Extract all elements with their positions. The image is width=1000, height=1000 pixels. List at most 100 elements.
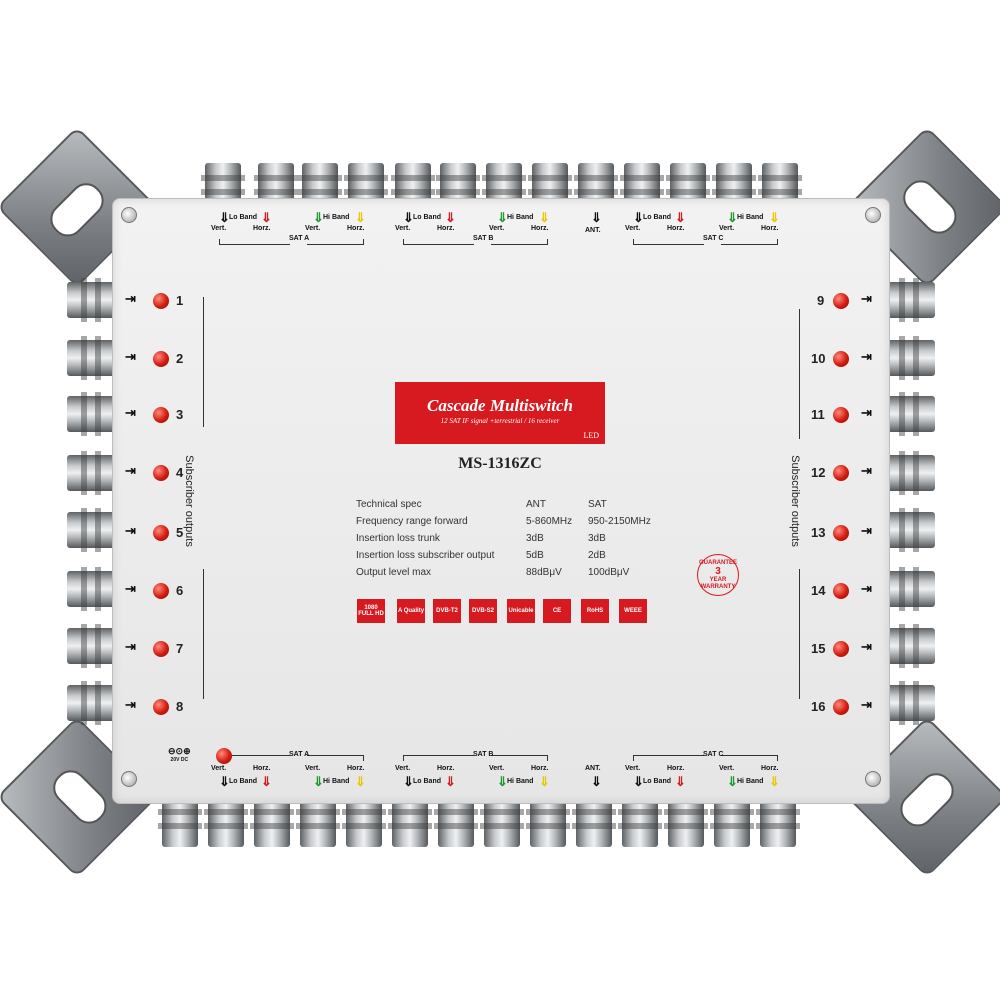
f-connector-output[interactable]	[885, 567, 935, 611]
output-icon: ⇥	[125, 463, 136, 478]
certification-logo: A Quality	[397, 599, 425, 623]
output-icon: ⇥	[861, 581, 872, 596]
sat-bracket	[307, 239, 364, 245]
output-led	[153, 641, 169, 657]
sat-bracket	[403, 239, 474, 245]
f-connector-cascade[interactable]	[710, 797, 754, 847]
output-led	[153, 293, 169, 309]
hi-band-label: Hi Band	[507, 214, 534, 221]
f-connector-cascade[interactable]	[756, 797, 800, 847]
f-connector-cascade[interactable]	[618, 797, 662, 847]
band-arrow-icon: ⇓	[727, 774, 738, 789]
f-connector-cascade[interactable]	[342, 797, 386, 847]
polarity-label: Vert.	[489, 765, 505, 772]
output-icon: ⇥	[861, 697, 872, 712]
stamp-text: WARRANTY	[700, 583, 736, 590]
spec-row: Insertion loss subscriber output 5dB 2dB	[356, 550, 651, 567]
subscriber-outputs-label-right: Subscriber outputs	[788, 455, 801, 547]
polarity-label: Vert.	[489, 225, 505, 232]
f-connector-output[interactable]	[885, 392, 935, 436]
polarity-label: Horz.	[531, 765, 549, 772]
polarity-label: Horz.	[667, 225, 685, 232]
lo-band-label: Lo Band	[229, 778, 257, 785]
polarity-label: Vert.	[395, 765, 411, 772]
sat-label: SAT B	[473, 751, 494, 758]
sat-bracket	[633, 755, 704, 761]
band-arrow-icon: ⇓	[403, 210, 414, 225]
f-connector-cascade[interactable]	[572, 797, 616, 847]
polarity-label: Horz.	[761, 765, 779, 772]
output-number: 16	[811, 699, 826, 714]
polarity-label: Vert.	[211, 765, 227, 772]
output-group-line	[799, 569, 800, 699]
f-connector-cascade[interactable]	[480, 797, 524, 847]
hi-band-label: Hi Band	[323, 214, 350, 221]
f-connector-cascade[interactable]	[250, 797, 294, 847]
spec-row: Frequency range forward 5-860MHz 950-215…	[356, 516, 651, 533]
band-arrow-icon: ⇓	[445, 774, 456, 789]
f-connector-output[interactable]	[67, 278, 117, 322]
warranty-stamp: GUARANTEE 3 YEAR WARRANTY	[697, 554, 739, 596]
band-arrow-icon: ⇓	[769, 774, 780, 789]
band-arrow-icon: ⇓	[355, 210, 366, 225]
banner-title: Cascade Multiswitch	[427, 396, 573, 415]
output-number: 8	[176, 699, 184, 714]
f-connector-output[interactable]	[885, 451, 935, 495]
output-led	[833, 525, 849, 541]
f-connector-output[interactable]	[67, 624, 117, 668]
hi-band-label: Hi Band	[323, 778, 350, 785]
f-connector-cascade[interactable]	[434, 797, 478, 847]
polarity-label: Vert.	[625, 765, 641, 772]
f-connector-output[interactable]	[67, 681, 117, 725]
f-connector-cascade[interactable]	[158, 797, 202, 847]
band-arrow-icon: ⇓	[727, 210, 738, 225]
f-connector-output[interactable]	[885, 681, 935, 725]
output-icon: ⇥	[125, 405, 136, 420]
banner-subtitle: 12 SAT IF signal +terrestrial / 16 recei…	[440, 417, 560, 425]
f-connector-output[interactable]	[885, 624, 935, 668]
output-icon: ⇥	[125, 639, 136, 654]
output-led	[153, 351, 169, 367]
model-number: MS-1316ZC	[458, 455, 542, 472]
output-number: 14	[811, 583, 826, 598]
band-arrow-icon: ⇓	[633, 774, 644, 789]
certification-logo: Unicable	[507, 599, 535, 623]
band-arrow-icon: ⇓	[219, 210, 230, 225]
output-number: 13	[811, 525, 826, 540]
f-connector-output[interactable]	[67, 567, 117, 611]
f-connector-output[interactable]	[67, 451, 117, 495]
band-arrow-icon: ⇓	[497, 774, 508, 789]
f-connector-output[interactable]	[885, 508, 935, 552]
spec-cell: 3dB	[526, 533, 544, 544]
f-connector-output[interactable]	[67, 336, 117, 380]
f-connector-output[interactable]	[885, 278, 935, 322]
output-icon: ⇥	[861, 349, 872, 364]
output-icon: ⇥	[861, 291, 872, 306]
f-connector-output[interactable]	[67, 392, 117, 436]
spec-cell: 100dBμV	[588, 567, 630, 578]
spec-cell: Insertion loss trunk	[356, 533, 440, 544]
f-connector-cascade[interactable]	[204, 797, 248, 847]
polarity-label: Vert.	[719, 225, 735, 232]
spec-cell: 5dB	[526, 550, 544, 561]
f-connector-cascade[interactable]	[388, 797, 432, 847]
sat-label: SAT A	[289, 751, 310, 758]
ant-arrow-icon: ⇓	[591, 210, 602, 225]
f-connector-output[interactable]	[885, 336, 935, 380]
spec-cell: 2dB	[588, 550, 606, 561]
hi-band-label: Hi Band	[737, 214, 764, 221]
output-icon: ⇥	[125, 697, 136, 712]
f-connector-cascade[interactable]	[526, 797, 570, 847]
polarity-label: Horz.	[437, 765, 455, 772]
subscriber-outputs-label-left: Subscriber outputs	[182, 455, 195, 547]
spec-header: ANT	[526, 499, 546, 510]
polarity-label: Horz.	[531, 225, 549, 232]
band-arrow-icon: ⇓	[675, 774, 686, 789]
f-connector-cascade[interactable]	[664, 797, 708, 847]
sat-bracket	[219, 239, 290, 245]
f-connector-cascade[interactable]	[296, 797, 340, 847]
f-connector-output[interactable]	[67, 508, 117, 552]
certification-logo: 1080 FULL HD	[357, 599, 385, 623]
sat-bracket	[491, 239, 548, 245]
polarity-label: Horz.	[253, 225, 271, 232]
